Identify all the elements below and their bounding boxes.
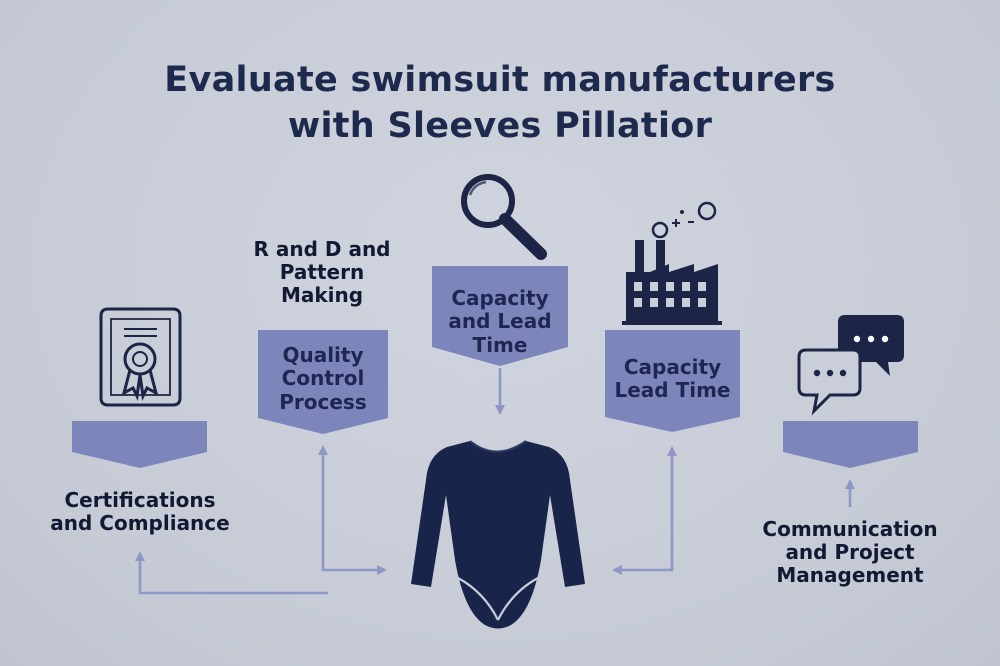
certifications-line-2: and Compliance [50, 511, 230, 535]
capacity-right-banner [605, 330, 740, 432]
capacity-center-line-2: and Lead [448, 309, 552, 334]
quality-label-line-3: Process [279, 389, 367, 414]
magnifying-glass-icon [461, 174, 547, 260]
capacity-center-line-3: Time [472, 332, 528, 357]
chat-bubbles-icon [797, 315, 904, 416]
certifications-line-1: Certifications [64, 488, 216, 512]
long-sleeve-swimsuit-icon [411, 440, 585, 629]
factory-icon [622, 201, 722, 325]
rd-pattern-label: R and D and Pattern Making [232, 238, 412, 307]
title-line-1: Evaluate swimsuit manufacturers [164, 60, 836, 100]
communication-line-3: Management [776, 563, 924, 587]
capacity-right-line-1: Capacity [623, 355, 722, 379]
connector-right-to-suit [612, 505, 674, 575]
communication-line-1: Communication [762, 517, 938, 541]
capacity-lead-time-center-label: Capacity and Lead Time [432, 286, 568, 357]
quality-label-line-1: Quality [282, 343, 364, 367]
communication-project-management-label: Communication and Project Management [735, 518, 965, 587]
certificate-icon [99, 307, 182, 407]
connector-certifications [135, 551, 328, 595]
communication-chevron [783, 421, 918, 468]
quality-banner [258, 330, 388, 434]
connector-quality-to-suit [321, 505, 387, 575]
capacity-lead-time-right-label: Capacity Lead Time [605, 355, 740, 403]
rd-label-line-1: R and D and [253, 237, 391, 261]
certifications-compliance-label: Certifications and Compliance [20, 489, 260, 535]
title-line-2: with Sleeves Pillatior [287, 106, 713, 146]
certifications-chevron [72, 421, 207, 468]
capacity-center-banner [432, 266, 568, 366]
capacity-center-line-1: Capacity [451, 286, 549, 310]
quality-label-line-2: Control [281, 366, 365, 391]
communication-line-2: and Project [785, 540, 915, 564]
capacity-right-line-2: Lead Time [614, 378, 731, 403]
quality-control-label: Quality Control Process [258, 343, 388, 414]
rd-label-line-2: Pattern [279, 260, 365, 284]
rd-label-line-3: Making [280, 283, 364, 307]
